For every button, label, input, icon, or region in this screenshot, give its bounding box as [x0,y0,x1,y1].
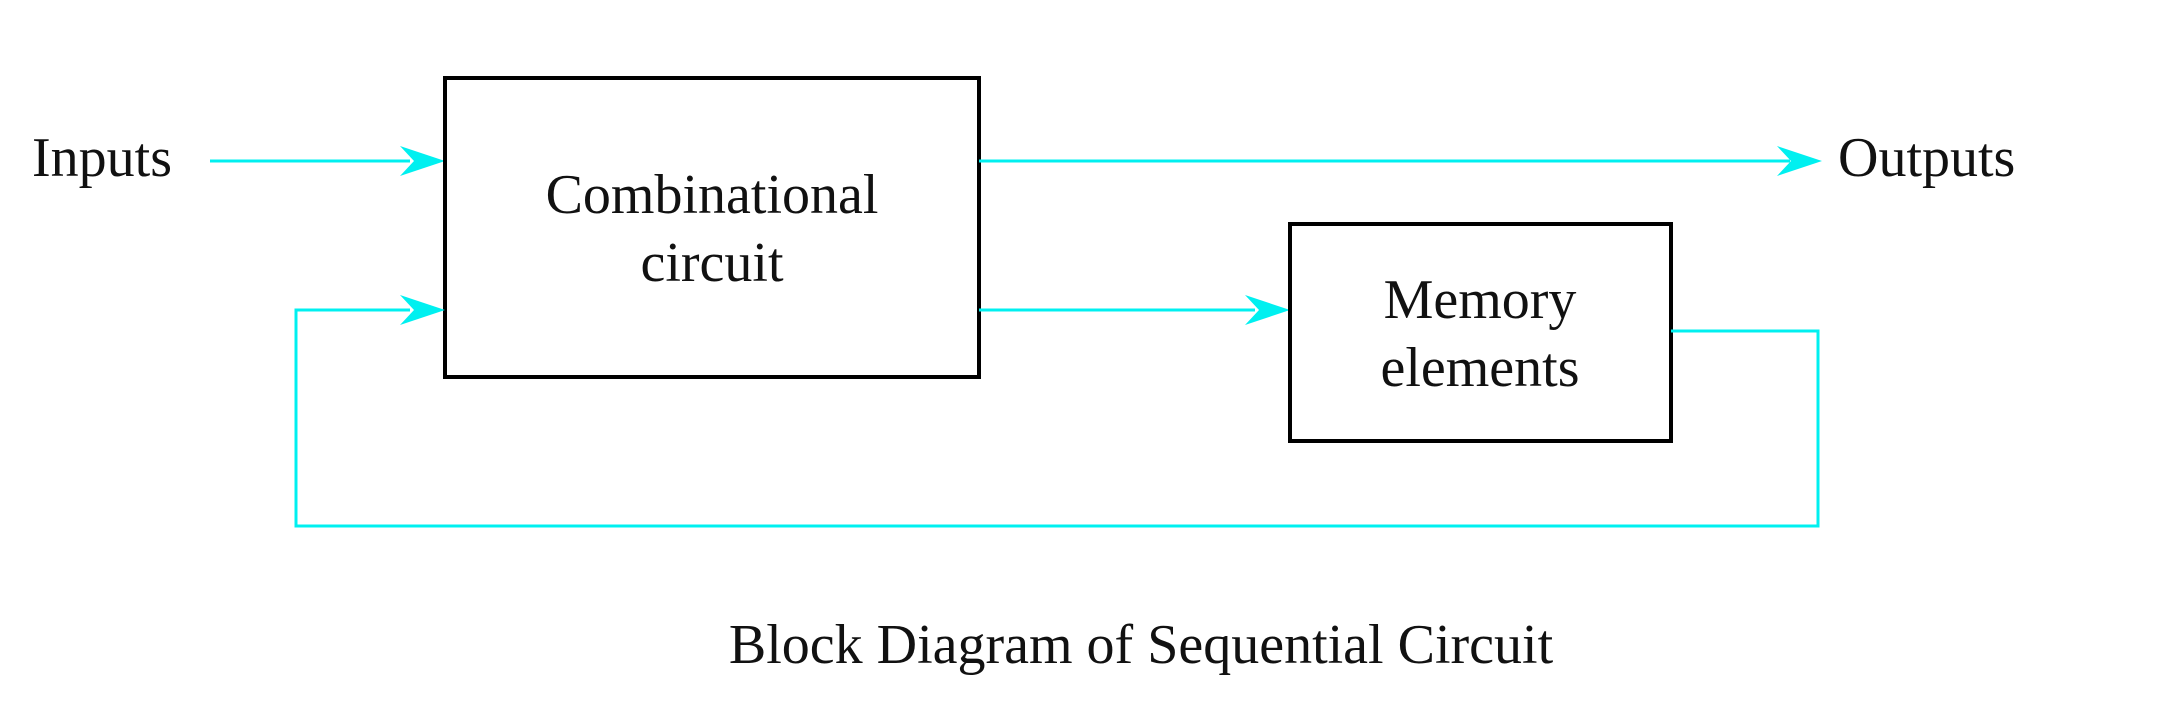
diagram-caption: Block Diagram of Sequential Circuit [729,614,1554,676]
feedback-wire [294,308,1820,528]
inputs-label: Inputs [32,127,172,189]
inputs-arrowhead [400,146,445,176]
outputs-label: Outputs [1838,127,2015,189]
memory-elements-block [1288,222,1673,443]
combinational-label-line1: Combinational [546,164,879,226]
feedback-arrowhead [400,295,445,325]
memory-label-line2: elements [1380,337,1579,399]
combinational-circuit-block [443,76,981,379]
outputs-arrowhead [1777,146,1822,176]
memory-label-line1: Memory [1384,269,1577,331]
combinational-label-line2: circuit [640,232,783,294]
next-state-arrowhead [1245,295,1290,325]
